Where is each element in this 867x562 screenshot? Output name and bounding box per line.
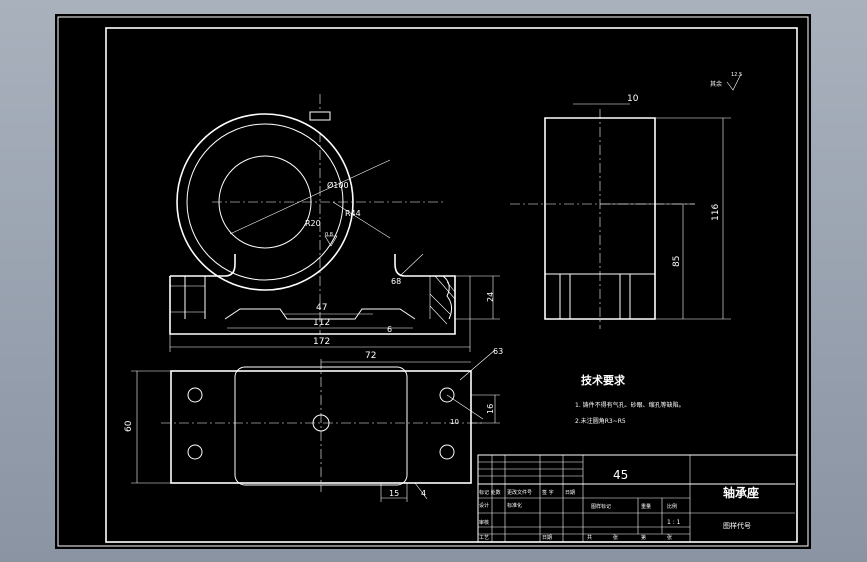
technical-requirements: 技术要求 1. 铸件不得有气孔、砂眼、缩孔等缺陷。 2.未注圆角R3~R5 (575, 373, 685, 425)
tb-weight: 重量 (641, 503, 651, 510)
bore-outer-circle (186, 123, 344, 281)
tb-page: 第 (641, 534, 646, 541)
drawing-canvas[interactable]: Ø100 R44 R20 0.8 47 112 6 172 68 24 (55, 14, 811, 549)
roughness-check-icon (726, 73, 742, 91)
tb-page-sheet: 张 (667, 534, 672, 541)
hole-leader (446, 394, 484, 420)
dim-16: 16 (486, 404, 495, 414)
dim-15: 15 (389, 489, 399, 498)
dim-60: 60 (124, 420, 134, 432)
oil-hole-boss (309, 111, 331, 121)
base-relief (224, 308, 416, 320)
dim4-leader (414, 482, 428, 500)
dim68-leader (399, 253, 424, 277)
tb-ratio: 比例 (667, 503, 677, 510)
section-hatch (429, 275, 456, 325)
inner-border (105, 27, 798, 543)
tb-sheet: 张 (613, 534, 618, 541)
front-view: Ø100 R44 R20 0.8 47 112 6 172 68 24 (169, 94, 500, 352)
top-view: 72 63 60 16 15 4 10 (124, 347, 503, 502)
tech-item-2: 2.未注圆角R3~R5 (575, 417, 626, 425)
tech-item-1: 1. 铸件不得有气孔、砂眼、缩孔等缺陷。 (575, 401, 685, 409)
top-base-outline (170, 370, 472, 484)
title-block-frame (477, 454, 798, 543)
section-profile (442, 275, 453, 320)
dim-hole: 10 (450, 418, 459, 426)
tb-process: 工艺 (479, 535, 489, 541)
tb-review: 审核 (479, 519, 489, 526)
part-name: 轴承座 (723, 485, 759, 500)
drawing-svg: Ø100 R44 R20 0.8 47 112 6 172 68 24 (57, 16, 809, 547)
tb-date: 日期 (565, 490, 575, 496)
bolt-hole (187, 387, 203, 403)
dim63-leader (459, 349, 496, 381)
dim-24: 24 (486, 292, 495, 302)
tb-stage-mark: 图样标记 (591, 503, 611, 510)
tb-standardize: 标准化 (507, 502, 522, 509)
surface-note-value: 12.5 (731, 72, 742, 78)
bolt-hole (187, 444, 203, 460)
dim-dia100: Ø100 (327, 180, 349, 190)
dim-r20: R20 (305, 219, 321, 228)
surface-note-label: 其余 (710, 80, 722, 88)
material: 45 (613, 468, 628, 482)
dim-roughness: 0.8 (325, 232, 333, 238)
dim-47: 47 (316, 303, 327, 313)
r44-leader (332, 201, 391, 239)
dim-116: 116 (711, 204, 721, 221)
title-block: 45 轴承座 图样代号 1 : 1 标记 处数 更改文件号 签 字 日期 设计 … (477, 454, 798, 543)
roughness-symbol (324, 235, 338, 247)
dia100-leader (229, 159, 391, 235)
drawing-number-label: 图样代号 (723, 521, 751, 530)
dim-172: 172 (313, 337, 330, 347)
surface-roughness-note: 其余 12.5 (710, 72, 742, 91)
scale: 1 : 1 (667, 519, 681, 526)
dim-112: 112 (313, 318, 330, 328)
tb-sign: 签 字 (542, 489, 554, 496)
outer-frame (57, 16, 809, 547)
dim-4: 4 (421, 489, 426, 498)
dim-85: 85 (672, 256, 682, 267)
tb-marks: 标记 处数 (479, 489, 501, 496)
side-view: 10 85 116 (510, 94, 731, 329)
tb-design: 设计 (479, 502, 489, 509)
dim-r44: R44 (345, 209, 361, 218)
dim-72: 72 (365, 351, 376, 361)
dim-6: 6 (387, 325, 392, 334)
tb-total: 共 (587, 534, 592, 541)
base-outline (169, 254, 456, 335)
dim-63: 63 (493, 347, 503, 356)
bolt-hole (439, 387, 455, 403)
dim-10-top: 10 (627, 94, 639, 104)
tb-file-no: 更改文件号 (507, 489, 532, 496)
tech-title: 技术要求 (581, 373, 626, 387)
bolt-hole (439, 444, 455, 460)
tb-approve: 日期 (542, 535, 552, 541)
dim-68: 68 (391, 277, 401, 286)
